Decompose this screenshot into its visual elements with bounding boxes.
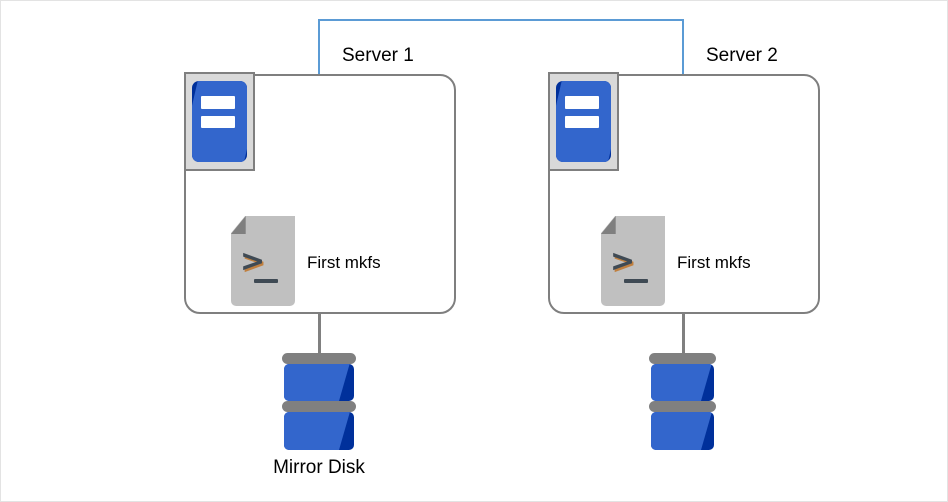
server-2-action-label: First mkfs [677, 253, 751, 272]
terminal-prompt-glyph: > [609, 243, 636, 279]
interconnect-horizontal [318, 19, 684, 21]
server-1-label: Server 1 [342, 45, 414, 66]
interconnect-left-vertical [318, 19, 320, 75]
disk-plate-middle [649, 401, 716, 412]
terminal-cursor-underscore [254, 279, 279, 283]
server-1-disk-connector [318, 314, 321, 358]
server-machine-icon-body [556, 81, 611, 162]
disk-plate-top [649, 353, 716, 364]
server-2-machine-icon [548, 72, 619, 171]
server-1-machine-icon [184, 72, 255, 171]
disk-1-icon [282, 353, 356, 450]
server-2-disk-connector [682, 314, 685, 358]
server-machine-icon-bar-2 [200, 115, 235, 128]
server-machine-icon-bar-2 [564, 115, 599, 128]
disk-block-upper [651, 364, 714, 401]
interconnect-right-vertical [682, 19, 684, 75]
disk-1-label: Mirror Disk [273, 457, 365, 478]
disk-plate-middle [282, 401, 356, 412]
server-2-label: Server 2 [706, 45, 778, 66]
server-1-action-label: First mkfs [307, 253, 381, 272]
terminal-prompt-glyph: > [239, 243, 266, 279]
server-2-terminal-document-icon: > [601, 216, 665, 306]
server-machine-icon-body [192, 81, 247, 162]
server-machine-icon-bar-1 [200, 96, 235, 109]
server-1-terminal-document-icon: > [231, 216, 295, 306]
terminal-cursor-underscore [624, 279, 649, 283]
disk-2-icon [649, 353, 716, 450]
disk-plate-top [282, 353, 356, 364]
server-machine-icon-bar-1 [564, 96, 599, 109]
disk-block-lower [651, 412, 714, 450]
disk-block-lower [284, 412, 354, 450]
disk-block-upper [284, 364, 354, 401]
